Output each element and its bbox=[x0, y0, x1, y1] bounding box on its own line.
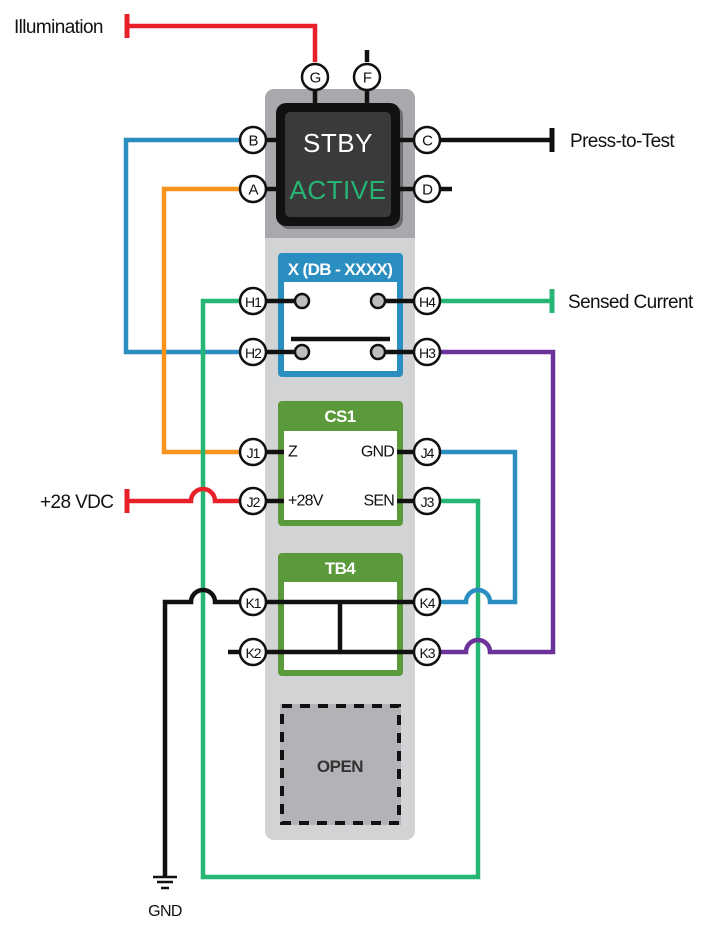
supply-label: +28 VDC bbox=[40, 492, 113, 513]
pin-k2: K2 bbox=[238, 637, 268, 667]
pin-k3: K3 bbox=[412, 637, 442, 667]
pin-a: A bbox=[238, 174, 268, 204]
relay-title: X (DB - XXXX) bbox=[288, 260, 393, 279]
pin-label: D bbox=[422, 182, 433, 199]
sensed-current-label: Sensed Current bbox=[568, 292, 694, 313]
pin-j3: J3 bbox=[412, 486, 442, 516]
b-to-h2-wire bbox=[123, 137, 239, 355]
ground-label: GND bbox=[148, 903, 182, 920]
pin-circle bbox=[412, 437, 442, 467]
pin-label: B bbox=[248, 133, 258, 150]
pin-b: B bbox=[238, 125, 268, 155]
pin-circle bbox=[238, 637, 268, 667]
j4-to-k4-wire bbox=[440, 449, 518, 605]
cs1-28v-label: +28V bbox=[288, 493, 324, 510]
button-active-label: ACTIVE bbox=[290, 175, 387, 205]
tb4-title: TB4 bbox=[325, 559, 356, 578]
relay-contact-4 bbox=[369, 292, 387, 310]
pin-circle bbox=[238, 486, 268, 516]
pin-circle bbox=[412, 174, 442, 204]
relay-contact-1 bbox=[293, 292, 311, 310]
open-slot-border bbox=[280, 704, 401, 825]
pin-label: J4 bbox=[421, 445, 435, 461]
pin-h2: H2 bbox=[238, 337, 268, 367]
h1-to-j3-wire bbox=[200, 298, 481, 880]
pin-label: G bbox=[310, 70, 321, 87]
pin-circle bbox=[238, 337, 268, 367]
pin-d: D bbox=[412, 174, 442, 204]
pin-label: K1 bbox=[245, 595, 261, 611]
pin-circle bbox=[352, 62, 382, 92]
pin-circle bbox=[412, 125, 442, 155]
illumination-wire bbox=[127, 23, 318, 62]
k1-to-ground-wire bbox=[162, 587, 239, 876]
pin-circle bbox=[412, 486, 442, 516]
button-stby-label: STBY bbox=[303, 128, 373, 158]
pin-h4: H4 bbox=[412, 286, 442, 316]
pin-circle bbox=[238, 125, 268, 155]
pin-label: K4 bbox=[419, 595, 435, 611]
relay-contact-2 bbox=[293, 343, 311, 361]
cs1-body bbox=[284, 431, 397, 520]
pin-label: C bbox=[422, 133, 433, 150]
pin-c: C bbox=[412, 125, 442, 155]
cs1-gnd-label: GND bbox=[361, 444, 394, 461]
pin-circle bbox=[412, 637, 442, 667]
pin-circle bbox=[412, 286, 442, 316]
h3-to-k3-wire bbox=[440, 349, 556, 655]
pin-label: H3 bbox=[419, 345, 436, 361]
cs1-sen-label: SEN bbox=[364, 493, 395, 510]
ground-icon bbox=[153, 875, 177, 890]
pin-circle bbox=[412, 587, 442, 617]
pin-label: K2 bbox=[245, 645, 261, 661]
button-face bbox=[285, 112, 391, 217]
pin-k1: K1 bbox=[238, 587, 268, 617]
pin-k4: K4 bbox=[412, 587, 442, 617]
pin-label: H4 bbox=[419, 294, 436, 310]
pin-h1: H1 bbox=[238, 286, 268, 316]
press-to-test-label: Press-to-Test bbox=[570, 131, 675, 152]
pin-circle bbox=[238, 174, 268, 204]
pin-label: J2 bbox=[247, 494, 261, 510]
pin-circle bbox=[238, 286, 268, 316]
cs1-title: CS1 bbox=[324, 407, 355, 426]
pin-label: H1 bbox=[245, 294, 262, 310]
supply-wire bbox=[127, 486, 239, 504]
pin-label: J1 bbox=[247, 445, 261, 461]
pin-circle bbox=[238, 587, 268, 617]
open-slot-label: OPEN bbox=[317, 757, 363, 776]
pin-j1: J1 bbox=[238, 437, 268, 467]
open-slot bbox=[280, 704, 401, 825]
relay-contact-3 bbox=[369, 343, 387, 361]
pin-h3: H3 bbox=[412, 337, 442, 367]
pin-label: K3 bbox=[419, 645, 435, 661]
pin-label: F bbox=[363, 70, 372, 87]
pin-f: F bbox=[352, 62, 382, 92]
cs1-z-label: Z bbox=[288, 444, 298, 461]
pin-label: J3 bbox=[421, 494, 435, 510]
pin-label: A bbox=[248, 182, 258, 199]
pin-label: H2 bbox=[245, 345, 262, 361]
pin-j4: J4 bbox=[412, 437, 442, 467]
illumination-label: Illumination bbox=[14, 17, 103, 38]
pin-g: G bbox=[300, 62, 330, 92]
pin-circle bbox=[300, 62, 330, 92]
pin-circle bbox=[238, 437, 268, 467]
pin-circle bbox=[412, 337, 442, 367]
pin-j2: J2 bbox=[238, 486, 268, 516]
